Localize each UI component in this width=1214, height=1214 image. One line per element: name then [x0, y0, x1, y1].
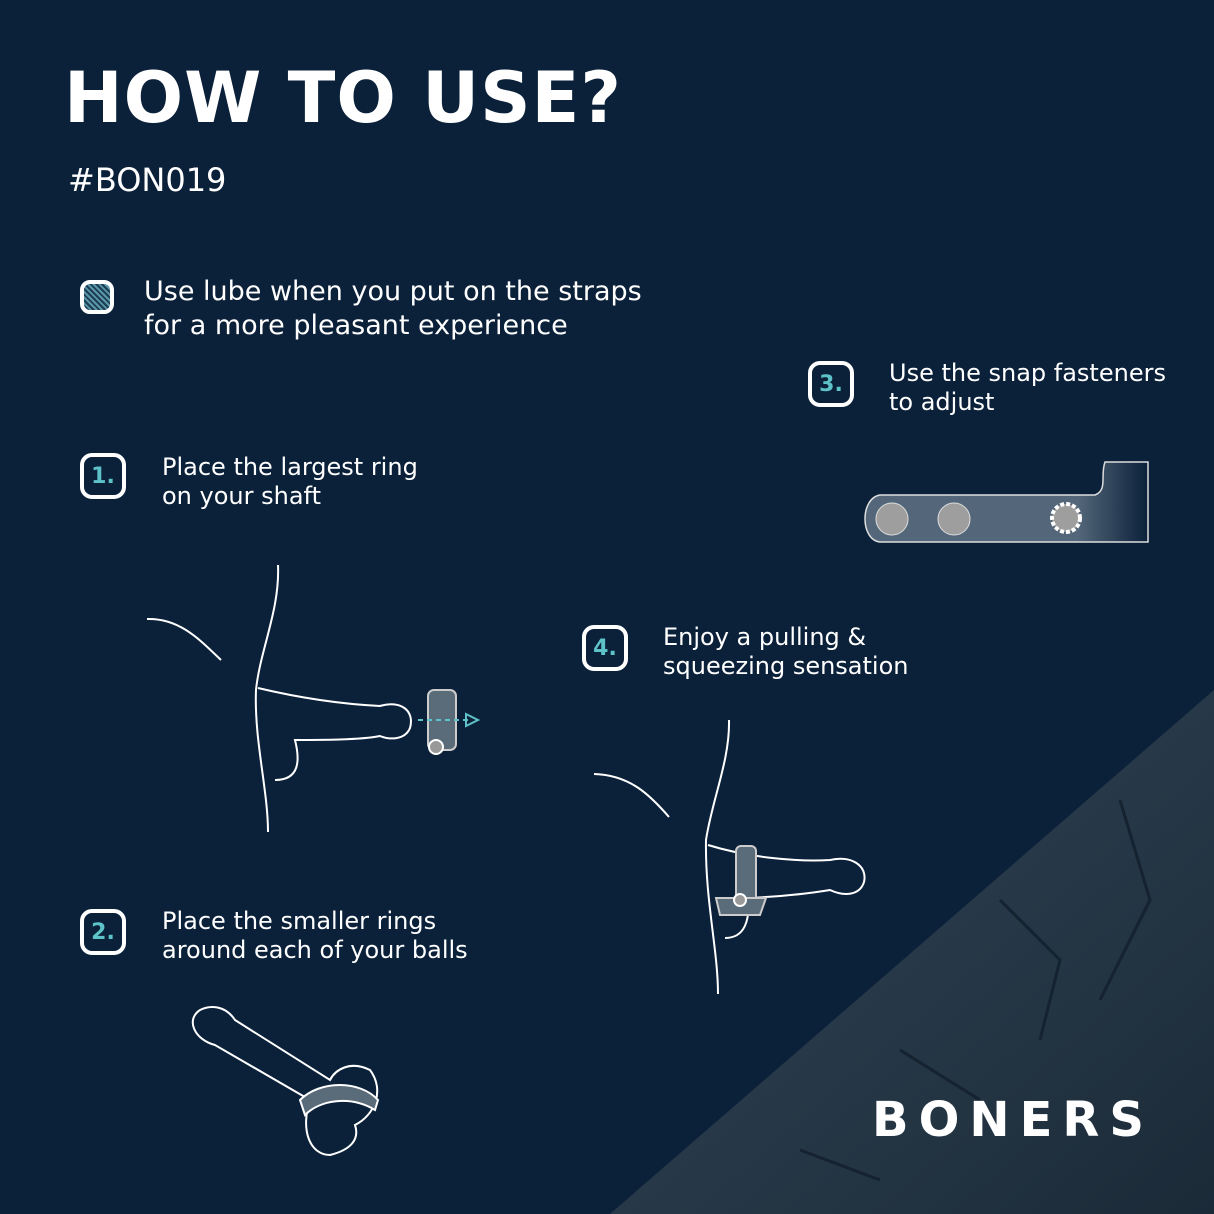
lube-tip-line2: for a more pleasant experience	[144, 310, 568, 341]
brand-logo: BONERS	[872, 1092, 1154, 1148]
step-3-line2: to adjust	[889, 388, 995, 416]
step-3-badge: 3.	[808, 361, 854, 407]
snap-socket-icon	[1050, 502, 1082, 534]
product-code: #BON019	[68, 161, 227, 199]
lube-tip: Use lube when you put on the straps for …	[144, 275, 642, 343]
step-4-line2: squeezing sensation	[663, 652, 909, 680]
step-4-text: Enjoy a pulling & squeezing sensation	[663, 623, 908, 681]
step3-snap-strap-illustration	[864, 461, 1149, 543]
step-1-badge: 1.	[80, 453, 126, 499]
step-1-line1: Place the largest ring	[162, 453, 418, 481]
step-1-text: Place the largest ring on your shaft	[162, 453, 418, 511]
step2-illustration	[191, 1006, 380, 1157]
page-title: HOW TO USE?	[64, 57, 622, 139]
step-2-line2: around each of your balls	[162, 936, 468, 964]
step-3-line1: Use the snap fasteners	[889, 359, 1166, 387]
step1-illustration	[146, 564, 481, 833]
step4-illustration	[593, 719, 866, 995]
snap-button-icon	[937, 502, 971, 536]
step-4-badge: 4.	[582, 625, 628, 671]
step-2-badge: 2.	[80, 909, 126, 955]
step-3-text: Use the snap fasteners to adjust	[889, 359, 1166, 417]
step-2-line1: Place the smaller rings	[162, 907, 437, 935]
lube-tip-line1: Use lube when you put on the straps	[144, 276, 642, 307]
lube-icon	[80, 280, 114, 314]
step-4-line1: Enjoy a pulling &	[663, 623, 867, 651]
snap-button-icon	[875, 502, 909, 536]
step-2-text: Place the smaller rings around each of y…	[162, 907, 468, 965]
step-1-line2: on your shaft	[162, 482, 321, 510]
